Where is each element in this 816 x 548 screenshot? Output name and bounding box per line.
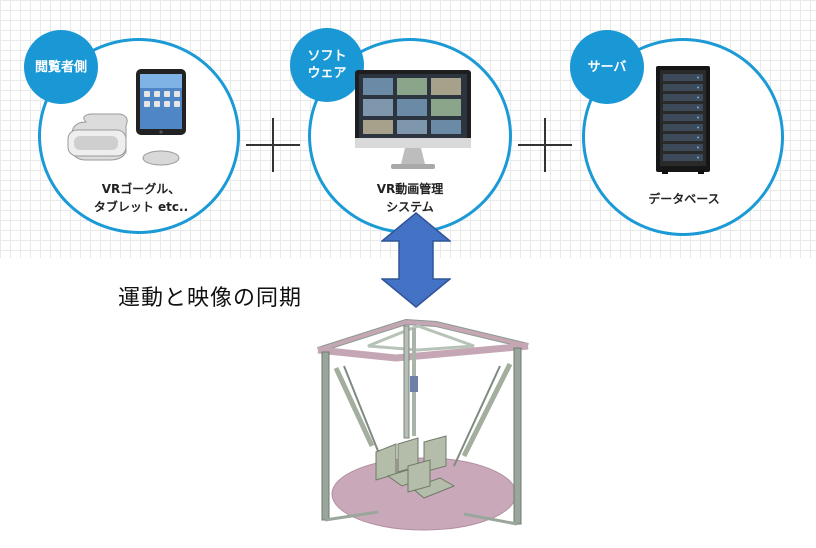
- controller-icon: [142, 150, 180, 166]
- server-caption: データベース: [648, 192, 720, 206]
- motion-platform-illustration: [317, 318, 529, 531]
- software-caption: VR動画管理 システム: [376, 182, 444, 214]
- sync-label: 運動と映像の同期: [118, 286, 303, 311]
- vr-goggle-tablet-illustration: [67, 69, 186, 166]
- viewer-side-caption: VRゴーグル、 タブレット etc..: [93, 182, 189, 214]
- vr-goggle-icon: [67, 113, 128, 161]
- server-badge: サーバ: [570, 30, 644, 104]
- plus-icon-2: [518, 118, 572, 172]
- viewer-side-badge: 閲覧者側: [24, 30, 98, 104]
- seat-icon: [375, 435, 456, 499]
- software-badge: ソフト ウェア: [290, 28, 364, 102]
- plus-icon-1: [246, 118, 300, 172]
- double-arrow-icon: [381, 212, 451, 308]
- server-rack-icon: [656, 66, 710, 174]
- monitor-illustration: [355, 70, 471, 169]
